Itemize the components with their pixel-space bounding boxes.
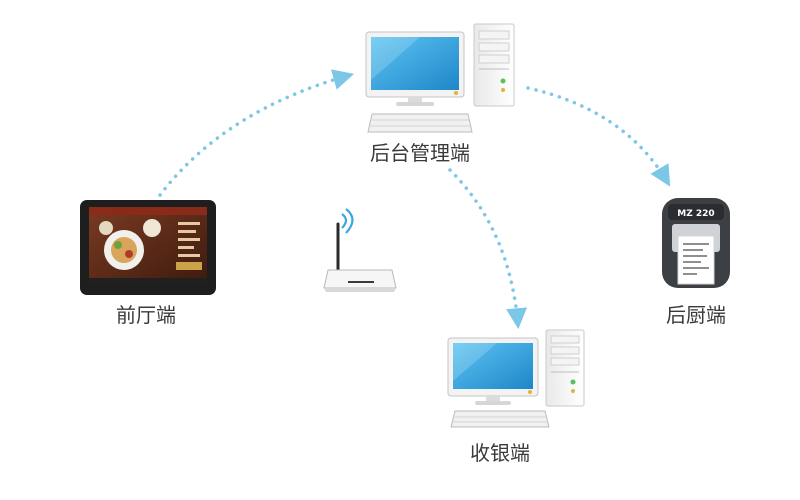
tablet-icon (80, 200, 216, 295)
kitchen-label: 后厨端 (666, 303, 726, 327)
cashier-label: 收银端 (470, 441, 530, 465)
backend-label: 后台管理端 (370, 141, 470, 165)
connector-backend-to-kitchen (526, 86, 671, 187)
desktop-computer-icon (365, 23, 515, 133)
backend-node[interactable]: 后台管理端 (365, 23, 515, 165)
wifi-router-icon (323, 208, 397, 292)
printer-model-label: MZ 220 (677, 209, 714, 219)
connector-front-to-backend (158, 69, 355, 197)
front-node[interactable]: 前厅端 (80, 200, 216, 327)
kitchen-node[interactable]: MZ 220 后厨端 (662, 198, 730, 327)
cashier-node[interactable]: 收银端 (447, 329, 585, 465)
front-label: 前厅端 (116, 303, 176, 327)
connectors (158, 69, 671, 330)
connector-backend-to-cashier (448, 168, 528, 330)
receipt-printer-icon: MZ 220 (662, 198, 730, 288)
desktop-computer-icon (447, 329, 585, 428)
